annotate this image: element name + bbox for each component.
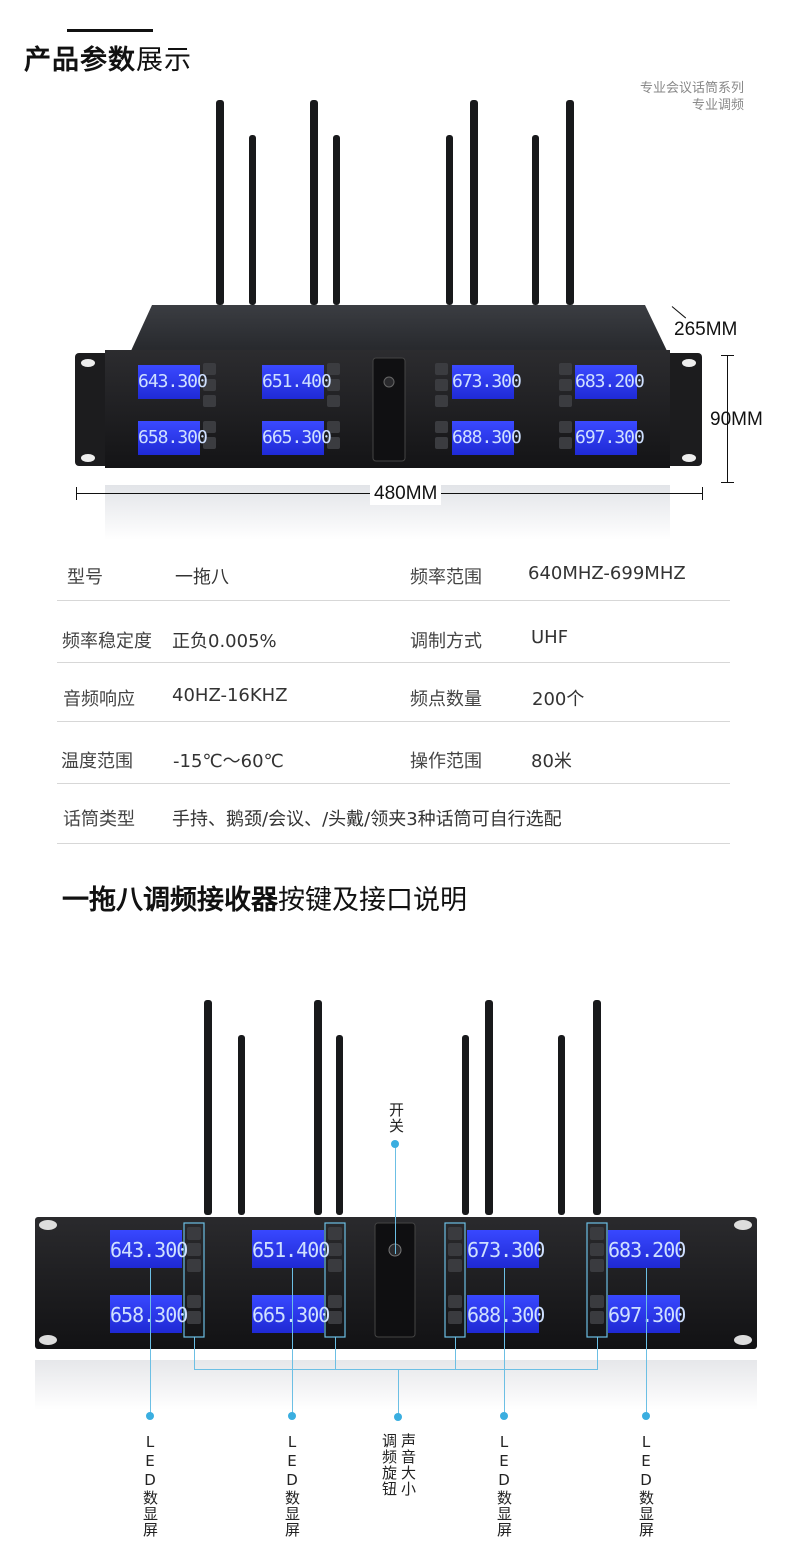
antennas-2 — [204, 1000, 601, 1215]
spec-value: 一拖八 — [175, 567, 229, 588]
callout-switch: 开关 — [387, 1102, 405, 1134]
callout-led-3: LED数显屏 — [495, 1433, 513, 1538]
spec-row: 话筒类型 手持、鹅颈/会议、/头戴/领夹3种话筒可自行选配 — [57, 784, 730, 844]
lcd-frequency-readout: 697.300 — [608, 1303, 686, 1327]
lcd-frequency-readout: 673.300 — [452, 371, 522, 392]
callout-dot — [146, 1412, 154, 1420]
callout-dot — [288, 1412, 296, 1420]
callout-led-4: LED数显屏 — [637, 1433, 655, 1538]
receiver-front-diagram — [35, 1000, 757, 1410]
height-label: 90MM — [710, 409, 763, 430]
spec-row: 音频响应 40HZ-16KHZ 频点数量 200个 — [57, 663, 730, 722]
spec-row: 频率稳定度 正负0.005% 调制方式 UHF — [57, 601, 730, 663]
spec-value: 640MHZ-699MHZ — [528, 563, 686, 584]
lcd-frequency-readout: 673.300 — [467, 1238, 545, 1262]
lcd-frequency-readout: 651.400 — [252, 1238, 330, 1262]
series-tag: 专业会议话筒系列 专业调频 — [640, 80, 744, 114]
page-title-bold: 产品参数 — [24, 45, 136, 76]
series-tag-line2: 专业调频 — [691, 98, 744, 113]
callout-dot — [391, 1140, 399, 1148]
lcd-frequency-readout: 688.300 — [467, 1303, 545, 1327]
callout-dot — [642, 1412, 650, 1420]
callout-knob-volume: 声音大小 — [399, 1433, 417, 1497]
lcd-screens — [138, 365, 637, 455]
height-line — [727, 355, 728, 482]
callout-knob-frequency: 调频旋钮 — [380, 1433, 398, 1497]
spec-value: 40HZ-16KHZ — [172, 685, 288, 706]
spec-label: 操作范围 — [410, 751, 482, 772]
spec-value: UHF — [531, 627, 569, 648]
series-tag-line1: 专业会议话筒系列 — [639, 81, 744, 96]
page-title-light: 展示 — [136, 45, 192, 76]
spec-value: -15℃〜60℃ — [173, 751, 284, 772]
lcd-frequency-readout: 688.300 — [452, 427, 522, 448]
width-label: 480MM — [370, 483, 442, 505]
receiver-product-image — [75, 100, 702, 540]
spec-label: 调制方式 — [410, 631, 482, 652]
reflection-2 — [35, 1360, 757, 1410]
spec-label: 频率范围 — [410, 567, 482, 588]
power-module — [372, 357, 406, 462]
top-cover — [130, 305, 668, 353]
section2-title: 一拖八调频接收器按键及接口说明 — [62, 878, 467, 917]
lcd-frequency-readout: 697.300 — [575, 427, 645, 448]
page-title: 产品参数展示 — [24, 38, 192, 77]
callout-dot — [394, 1413, 402, 1421]
lcd-screens-2 — [110, 1230, 680, 1333]
button-columns — [203, 363, 572, 449]
lcd-frequency-readout: 643.300 — [138, 371, 208, 392]
lcd-frequency-readout: 658.300 — [138, 427, 208, 448]
callout-led-1: LED数显屏 — [141, 1433, 159, 1538]
lcd-frequency-readout: 665.300 — [262, 427, 332, 448]
spec-value: 80米 — [531, 751, 572, 772]
spec-label: 型号 — [67, 567, 103, 588]
spec-row: 型号 一拖八 频率范围 640MHZ-699MHZ — [57, 543, 730, 601]
spec-value: 手持、鹅颈/会议、/头戴/领夹3种话筒可自行选配 — [172, 809, 562, 830]
spec-row: 温度范围 -15℃〜60℃ 操作范围 80米 — [57, 722, 730, 784]
lcd-frequency-readout: 683.200 — [608, 1238, 686, 1262]
spec-label: 音频响应 — [63, 689, 135, 710]
spec-label: 频率稳定度 — [62, 631, 152, 652]
spec-label: 温度范围 — [61, 751, 133, 772]
lcd-frequency-readout: 665.300 — [252, 1303, 330, 1327]
spec-table: 型号 一拖八 频率范围 640MHZ-699MHZ 频率稳定度 正负0.005%… — [57, 543, 730, 844]
spec-label: 话筒类型 — [63, 809, 135, 830]
lcd-frequency-readout: 658.300 — [110, 1303, 188, 1327]
lcd-frequency-readout: 643.300 — [110, 1238, 188, 1262]
section2-title-light: 按键及接口说明 — [278, 885, 467, 916]
callout-dot — [500, 1412, 508, 1420]
depth-label: 265MM — [674, 319, 738, 340]
spec-value: 正负0.005% — [172, 631, 277, 652]
spec-label: 频点数量 — [410, 689, 482, 710]
spec-value: 200个 — [532, 689, 585, 710]
button-columns-2 — [187, 1227, 604, 1324]
title-accent-bar — [67, 29, 153, 32]
antennas — [216, 100, 574, 305]
lcd-frequency-readout: 651.400 — [262, 371, 332, 392]
section2-title-bold: 一拖八调频接收器 — [62, 885, 278, 916]
lcd-frequency-readout: 683.200 — [575, 371, 645, 392]
callout-led-2: LED数显屏 — [283, 1433, 301, 1538]
